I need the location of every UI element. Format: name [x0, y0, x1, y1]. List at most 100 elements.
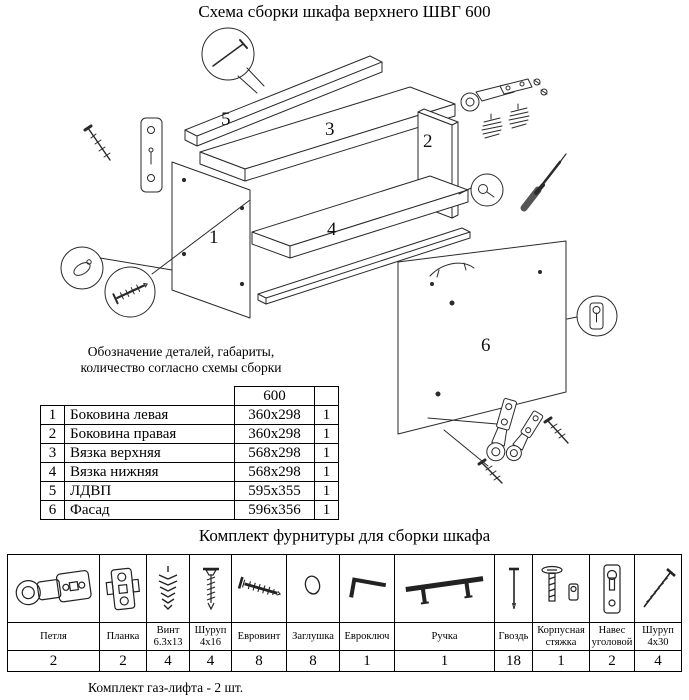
hardware-name: Шуруп 4x16 [189, 622, 232, 651]
parts-header-name [65, 387, 235, 406]
part-label-2: 2 [423, 131, 433, 152]
part-label-6: 6 [481, 335, 491, 356]
part-qty: 1 [314, 443, 339, 463]
parts-note-line2: количество согласно схемы сборки [80, 359, 282, 375]
hardware-name: Петля [7, 622, 100, 651]
hardware-name: Шуруп 4x30 [634, 622, 682, 651]
hardware-qty: 8 [286, 650, 340, 672]
parts-header-num [41, 387, 65, 406]
hardware-icon-cell [286, 554, 340, 623]
part-name: Фасад [64, 500, 235, 520]
hardware-qty: 4 [189, 650, 232, 672]
hardware-name: Планка [99, 622, 147, 651]
part-name: Вязка нижняя [64, 462, 235, 482]
hardware-icon-cell [231, 554, 287, 623]
confirmat-icon [237, 576, 282, 596]
parts-row: 5 ЛДВП 595x355 1 [40, 481, 339, 501]
hardware-title: Комплект фурнитуры для сборки шкафа [198, 526, 491, 545]
hex-key-icon [349, 576, 387, 598]
part-size: 360x298 [234, 424, 315, 444]
parts-header-qty [314, 386, 339, 406]
panel-6 [397, 240, 567, 435]
parts-table: 600 1 Боковина левая 360x298 1 2 Боковин… [40, 386, 339, 520]
hardware-icon-cell [589, 554, 635, 623]
hardware-icon-cell [7, 554, 100, 623]
hardware-qty: 4 [146, 650, 190, 672]
panel-4 [251, 175, 469, 259]
hardware-qty: 2 [7, 650, 100, 672]
part-qty: 1 [314, 481, 339, 501]
parts-row: 2 Боковина правая 360x298 1 [40, 424, 339, 444]
short-screw-icon [202, 567, 219, 610]
handle-sketch [429, 262, 475, 278]
hardware-qty: 2 [99, 650, 147, 672]
hardware-name: Евроключ [339, 622, 395, 651]
plate-icon [105, 567, 140, 610]
facade-hinge-detail [427, 398, 544, 467]
part-name: Боковина левая [64, 405, 235, 425]
assembly-diagram: 1 2 3 4 5 6 [60, 27, 618, 484]
part-label-5: 5 [221, 109, 231, 130]
part-label-4: 4 [327, 219, 337, 240]
hardware-icon-cell [99, 554, 147, 623]
hardware-name: Навес уголовой [589, 622, 635, 651]
hardware-icon-cell [146, 554, 190, 623]
part-name: Вязка верхняя [64, 443, 235, 463]
parts-note: Обозначение деталей, габариты, количеств… [45, 344, 317, 376]
part-number: 1 [40, 405, 65, 425]
part-size: 595x355 [234, 481, 315, 501]
nail-callout [201, 27, 265, 94]
part-number: 3 [40, 443, 65, 463]
cap-icon [304, 575, 321, 595]
hardware-icons-row [7, 554, 682, 623]
part-number: 4 [40, 462, 65, 482]
part-size: 568x298 [234, 462, 315, 482]
hardware-table: Петля Планка Винт 6.3x13 Шуруп 4x16 Евро… [7, 554, 682, 672]
long-screw-icon [643, 567, 676, 607]
hardware-icon-cell [339, 554, 395, 623]
dowel-callout [60, 246, 173, 290]
part-size: 360x298 [234, 405, 315, 425]
part-number: 5 [40, 481, 65, 501]
hardware-name: Заглушка [286, 622, 340, 651]
cam-bolt-icon [541, 565, 579, 602]
hardware-qty: 4 [634, 650, 682, 672]
facade-screws [477, 416, 569, 484]
part-qty: 1 [314, 405, 339, 425]
part-qty: 1 [314, 500, 339, 520]
hinge-icon [15, 569, 92, 605]
part-name: Боковина правая [64, 424, 235, 444]
bottom-sheet [257, 227, 471, 305]
part-label-1: 1 [209, 227, 219, 248]
hardware-qty: 8 [231, 650, 287, 672]
hardware-icon-cell [532, 554, 590, 623]
hardware-qty: 18 [494, 650, 533, 672]
hardware-name: Гвоздь [494, 622, 533, 651]
part-number: 2 [40, 424, 65, 444]
parts-header-row: 600 [41, 386, 339, 406]
hardware-icon-cell [189, 554, 232, 623]
part-qty: 1 [314, 424, 339, 444]
hardware-qty: 1 [339, 650, 395, 672]
parts-row: 3 Вязка верхняя 568x298 1 [40, 443, 339, 463]
plate-sketch-left [140, 117, 163, 193]
panel-5 [184, 55, 383, 147]
panel-3 [199, 86, 456, 182]
part-name: ЛДВП [64, 481, 235, 501]
parts-row: 1 Боковина левая 360x298 1 [40, 405, 339, 425]
handle-icon [404, 575, 483, 604]
part-qty: 1 [314, 462, 339, 482]
page-title: Схема сборки шкафа верхнего ШВГ 600 [198, 2, 491, 21]
spring-sketch [481, 103, 530, 139]
hardware-icon-cell [634, 554, 682, 623]
part-label-3: 3 [325, 119, 335, 140]
parts-note-line1: Обозначение деталей, габариты, [87, 344, 275, 359]
euro-dowel-icon [158, 565, 178, 610]
parts-row: 4 Вязка нижняя 568x298 1 [40, 462, 339, 482]
hardware-qty: 2 [589, 650, 635, 672]
hinge-sketch [460, 78, 548, 112]
bracket-callout [566, 295, 618, 337]
cap-callout [458, 173, 504, 207]
hardware-names-row: Петля Планка Винт 6.3x13 Шуруп 4x16 Евро… [7, 622, 682, 651]
